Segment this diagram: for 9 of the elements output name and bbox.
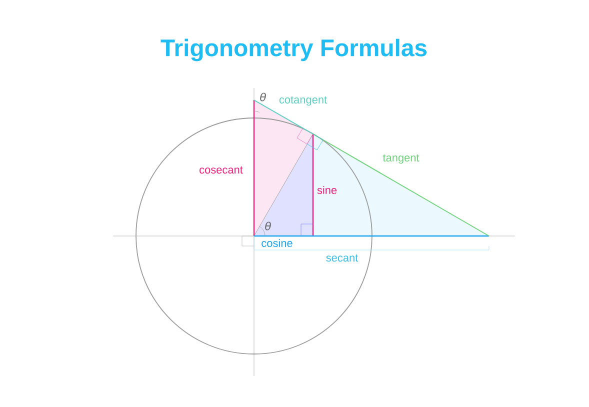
segment-label: sine <box>317 186 337 194</box>
segment-label: cosecant <box>200 166 243 174</box>
title: Trigonometry Formulas <box>160 38 427 62</box>
segment-label: tangent <box>382 154 420 164</box>
angle-label: θ <box>265 222 271 230</box>
angle-label: θ <box>260 92 266 102</box>
segment-label: cotangent <box>279 96 327 106</box>
segment-label: cosine <box>262 238 292 248</box>
segment-label: secant <box>326 254 358 262</box>
